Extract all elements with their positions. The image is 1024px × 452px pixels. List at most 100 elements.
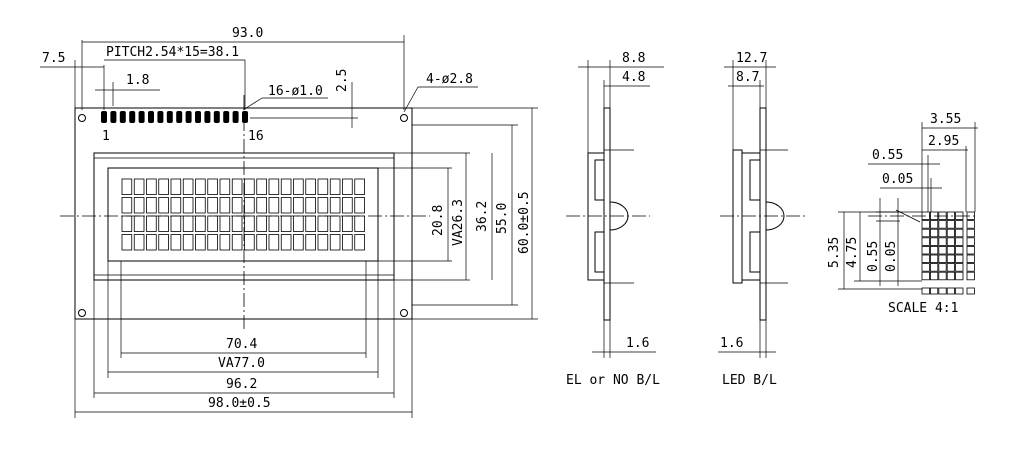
pin xyxy=(204,111,211,123)
char-cell xyxy=(244,215,255,232)
char-cell xyxy=(158,215,169,232)
dot xyxy=(921,263,930,272)
pin-last-label: 16 xyxy=(248,129,264,144)
char-cell xyxy=(170,234,182,251)
char-cell xyxy=(207,234,218,251)
dot xyxy=(966,271,975,281)
char-cell xyxy=(280,234,292,251)
dot xyxy=(966,237,975,246)
char-cell xyxy=(231,178,243,195)
dot xyxy=(938,254,947,263)
detail-dim-width: 3.55 xyxy=(930,112,961,127)
dim-pin-offset: 1.8 xyxy=(126,73,149,88)
detail-dim-gap: 0.05 xyxy=(882,172,913,187)
char-cell xyxy=(195,215,206,232)
dot xyxy=(938,245,947,255)
char-cell xyxy=(305,197,316,214)
char-cell xyxy=(305,178,316,195)
dim-pitch: PITCH2.54*15=38.1 xyxy=(106,45,239,60)
char-cell xyxy=(293,197,304,214)
mount-hole-br xyxy=(400,309,408,317)
char-cell xyxy=(207,215,218,232)
char-cell xyxy=(158,197,169,214)
dot xyxy=(966,254,975,263)
pin xyxy=(195,111,201,123)
char-cell xyxy=(354,178,365,195)
char-cell xyxy=(146,215,157,232)
dim-va-width: VA77.0 xyxy=(218,356,265,371)
pcb-side-led xyxy=(759,107,767,321)
dot xyxy=(946,220,956,229)
dot xyxy=(938,228,947,238)
el-dim-total: 8.8 xyxy=(622,51,645,66)
dot xyxy=(955,254,964,263)
char-cell xyxy=(158,234,169,251)
detail-dim-v-gap: 0.05 xyxy=(884,241,899,272)
char-cell xyxy=(133,234,145,251)
cursor-dot xyxy=(946,287,956,295)
led-caption: LED B/L xyxy=(722,373,777,388)
char-cell xyxy=(231,197,243,214)
pin xyxy=(119,111,126,123)
char-cell xyxy=(329,197,341,214)
dim-top: 93.0 xyxy=(232,26,263,41)
cursor-dot xyxy=(930,287,939,295)
char-cell xyxy=(317,215,329,232)
char-cell xyxy=(317,197,329,214)
char-cell xyxy=(219,178,231,195)
dot xyxy=(930,245,939,255)
dot xyxy=(921,271,930,281)
char-cell xyxy=(133,178,145,195)
char-cell xyxy=(195,234,206,251)
char-cell xyxy=(219,234,231,251)
pin xyxy=(185,111,192,123)
char-cell xyxy=(256,215,267,232)
dot xyxy=(946,271,956,281)
pin xyxy=(242,111,248,123)
el-dim-pcb: 1.6 xyxy=(626,336,649,351)
dot xyxy=(938,263,947,272)
char-cell xyxy=(268,234,280,251)
detail-dim-v-dot: 0.55 xyxy=(866,241,881,272)
viewing-area xyxy=(107,167,379,262)
dim-outer-height: 60.0±0.5 xyxy=(517,191,532,254)
char-cell xyxy=(133,197,145,214)
char-cell xyxy=(354,215,365,232)
side-view-led: 12.7 8.7 1.6 LED B/L xyxy=(718,51,806,388)
dot-matrix-detail xyxy=(921,211,975,295)
char-cell xyxy=(231,234,243,251)
char-cell xyxy=(133,215,145,232)
pin xyxy=(223,111,230,123)
dim-inner-height: 55.0 xyxy=(495,203,510,234)
pin xyxy=(166,111,173,123)
pin xyxy=(148,111,154,123)
dot xyxy=(938,271,947,281)
dim-mount-hole: 4-ø2.8 xyxy=(426,72,473,87)
led-dim-pcb: 1.6 xyxy=(720,336,743,351)
pin xyxy=(232,111,239,123)
cursor-dot xyxy=(966,287,975,295)
char-cell xyxy=(121,178,133,195)
char-cell xyxy=(329,178,341,195)
char-cell xyxy=(244,178,255,195)
dot xyxy=(946,263,956,272)
dot xyxy=(921,245,930,255)
char-cell xyxy=(244,234,255,251)
mount-hole-tr xyxy=(400,114,408,122)
dot xyxy=(930,263,939,272)
char-cell xyxy=(219,215,231,232)
cursor-dot xyxy=(921,287,930,295)
dot xyxy=(966,245,975,255)
dim-char-width: 70.4 xyxy=(226,337,257,352)
pin xyxy=(101,111,107,123)
char-cell xyxy=(268,197,280,214)
pcb-side-el xyxy=(603,107,611,321)
char-cell xyxy=(256,178,267,195)
pin xyxy=(110,111,117,123)
mount-hole-bl xyxy=(78,309,86,317)
led-dim-total: 12.7 xyxy=(736,51,767,66)
char-cell xyxy=(256,234,267,251)
char-cell xyxy=(268,178,280,195)
char-cell xyxy=(146,197,157,214)
dot xyxy=(946,245,956,255)
